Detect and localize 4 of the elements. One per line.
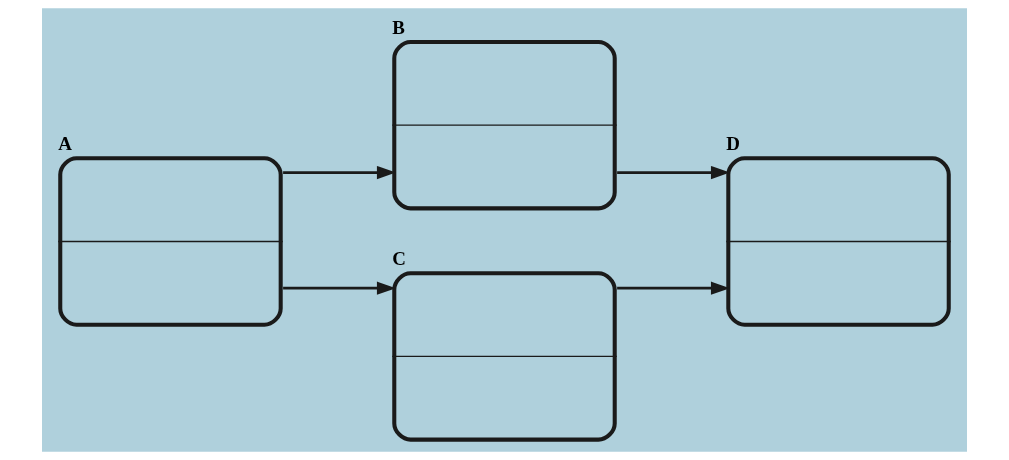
node-label: A	[58, 132, 72, 154]
node-label: B	[392, 16, 405, 38]
node-label: C	[392, 247, 406, 269]
node-label: D	[726, 132, 740, 154]
